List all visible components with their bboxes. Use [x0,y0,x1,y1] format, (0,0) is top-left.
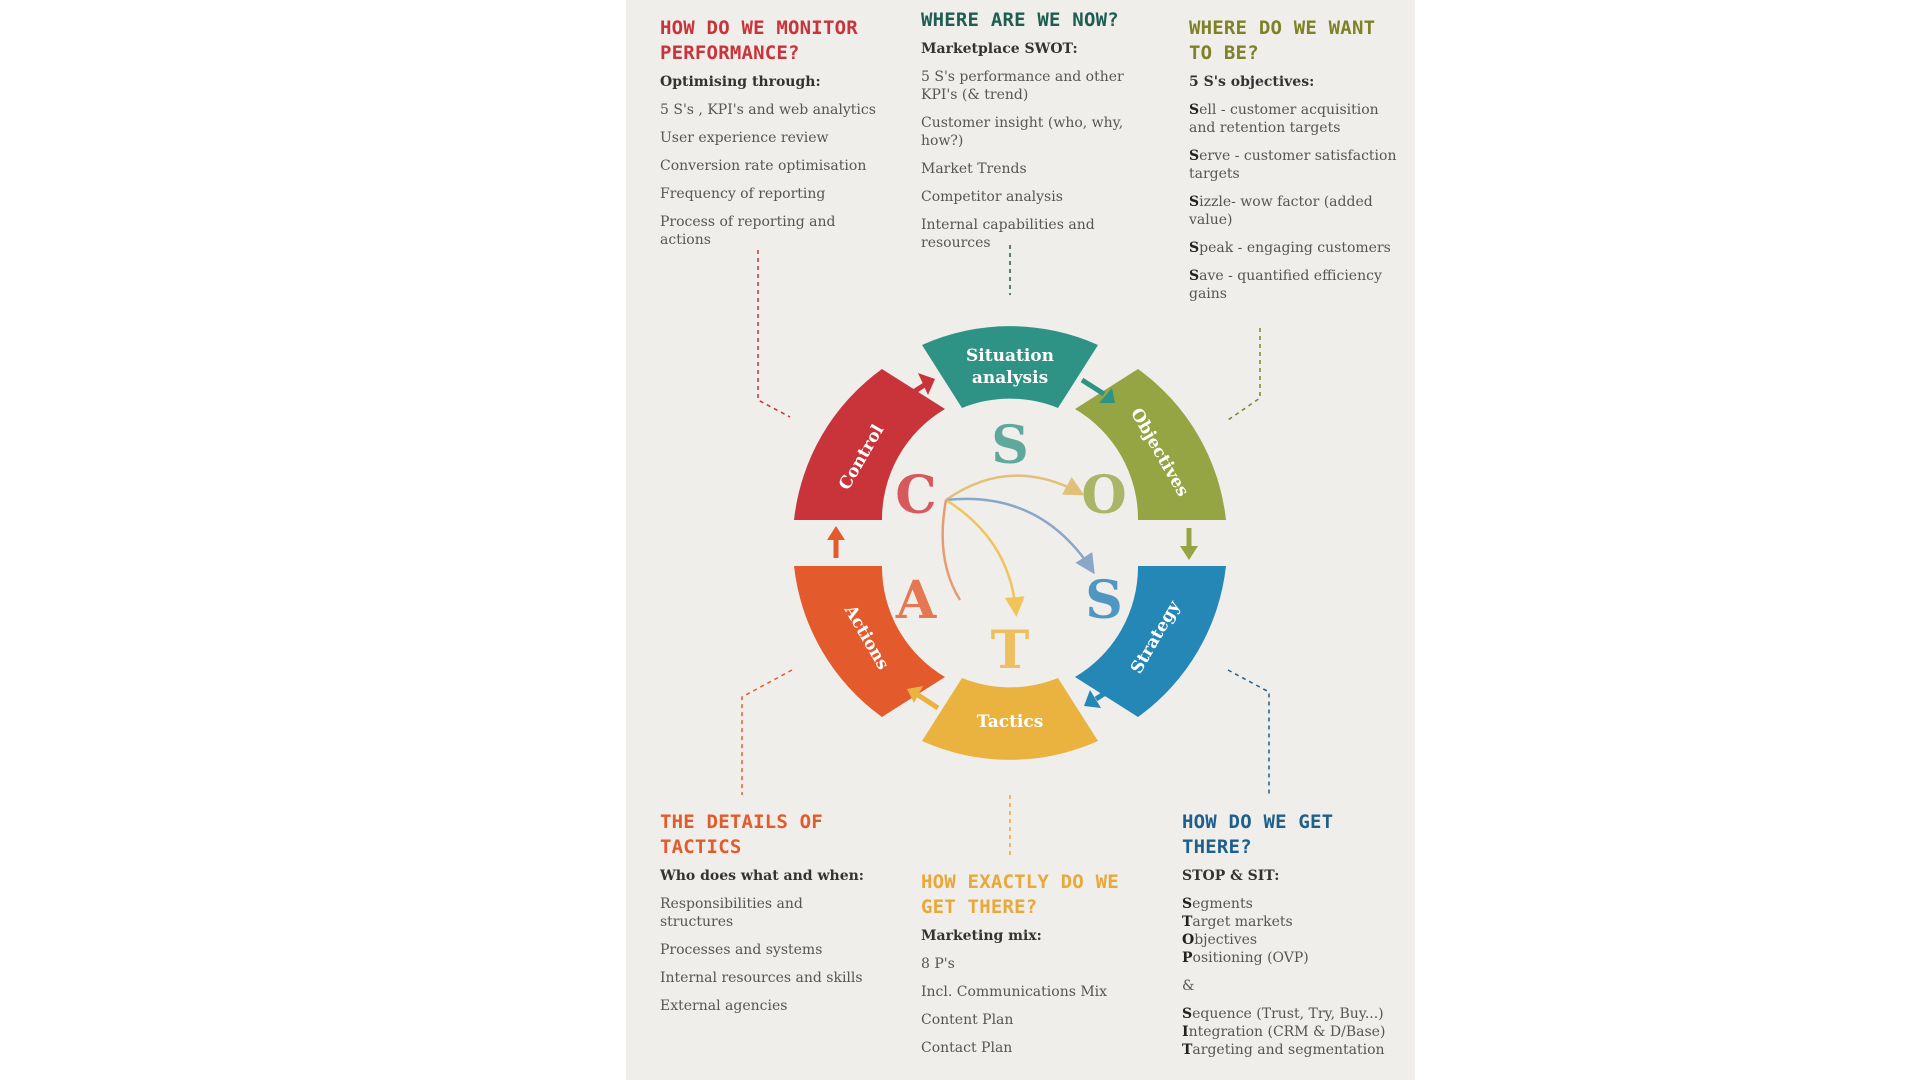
situation-label-line1: Situation [966,346,1054,366]
want-block: WHERE DO WE WANT TO BE? 5 S's objectives… [1189,16,1409,313]
letter-t-tactics: T [991,620,1030,681]
letter-c-control: C [895,465,936,526]
list-item: User experience review [660,130,829,146]
list-item: Competitor analysis [921,189,1063,205]
there-title: HOW DO WE GET THERE? [1182,811,1334,858]
want-list: Sell - customer acquisition and retentio… [1189,101,1409,303]
arrow-tactics-to-actions-head [907,686,923,703]
arrow-strategy-to-tactics [1094,683,1118,702]
list-item: External agencies [660,998,788,1014]
now-list: 5 S's performance and other KPI's (& tre… [921,68,1141,252]
letter-o-objectives: O [1081,465,1126,526]
list-item: Contact Plan [921,1040,1013,1056]
list-item: Segments [1182,896,1253,912]
tactics-label: Tactics [977,712,1044,732]
list-item: Internal capabilities and resources [921,217,1095,251]
connector-lines [741,245,1270,858]
there-block: HOW DO WE GET THERE? STOP & SIT: Segment… [1182,810,1402,1059]
details-title: THE DETAILS OF TACTICS [660,811,823,858]
cycle-arrows [827,373,1198,711]
arrow-objectives-to-strategy-head [1180,546,1198,560]
letter-a-actions: A [895,570,937,631]
arrow-strategy-to-tactics-head [1084,690,1101,708]
exactly-title: HOW EXACTLY DO WE GET THERE? [921,871,1119,918]
segment-strategy [1075,566,1226,717]
list-item: Sizzle- wow factor (added value) [1189,194,1373,228]
now-title: WHERE ARE WE NOW? [921,9,1119,31]
arrow-control-to-situation-head [918,373,935,395]
poster-background [626,0,1415,1080]
want-intro: 5 S's objectives: [1189,74,1315,90]
exactly-block: HOW EXACTLY DO WE GET THERE? Marketing m… [921,870,1141,1067]
monitor-title: HOW DO WE MONITOR PERFORMANCE? [660,17,858,64]
connector-details [741,669,793,795]
center-arrow-to-o [945,474,1085,502]
monitor-intro: Optimising through: [660,74,821,90]
list-item: Internal resources and skills [660,970,863,986]
list-item: Content Plan [921,1012,1014,1028]
arrow-tactics-to-actions [916,692,940,711]
details-block: THE DETAILS OF TACTICS Who does what and… [660,810,880,1025]
now-intro: Marketplace SWOT: [921,41,1078,57]
list-item: Responsibilities and structures [660,896,803,930]
list-item: 8 P's [921,956,955,972]
arrow-actions-to-control-head [827,526,845,540]
letter-s-strategy: S [1085,570,1123,631]
now-block: WHERE ARE WE NOW? Marketplace SWOT: 5 S'… [921,8,1141,262]
monitor-block: HOW DO WE MONITOR PERFORMANCE? Optimisin… [660,16,880,259]
list-item: Incl. Communications Mix [921,984,1108,1000]
list-item: Target markets [1182,914,1293,930]
list-item: Market Trends [921,161,1027,177]
segment-situation [922,326,1098,408]
connector-monitor [757,250,791,418]
want-title: WHERE DO WE WANT TO BE? [1189,17,1376,64]
connector-want [1227,328,1261,421]
list-item: Sell - customer acquisition and retentio… [1189,102,1379,136]
segment-control [794,369,945,520]
center-arrows [941,474,1095,617]
segment-objectives [1075,369,1226,520]
details-intro: Who does what and when: [660,868,864,884]
list-item: 5 S's performance and other KPI's (& tre… [921,69,1124,103]
list-item: Sequence (Trust, Try, Buy...) [1182,1006,1384,1022]
arrow-situation-to-objectives-head [1099,388,1115,403]
letter-s-situation: S [991,415,1029,476]
list-item: Process of reporting and actions [660,214,836,248]
list-item: Integration (CRM & D/Base) [1182,1024,1386,1040]
list-item: Speak - engaging customers [1189,240,1391,256]
arrow-control-to-situation [902,381,928,401]
center-arrow-to-t [945,498,1025,617]
exactly-list: 8 P's Incl. Communications Mix Content P… [921,955,1141,1057]
list-item: Serve - customer satisfaction targets [1189,148,1397,182]
list-item: Processes and systems [660,942,823,958]
list-item: 5 S's , KPI's and web analytics [660,102,876,118]
connector-there [1227,669,1270,795]
center-arrow-to-a-curve [941,499,962,601]
center-arrow-to-s [945,497,1095,575]
list-item: Save - quantified efficiency gains [1189,268,1382,302]
list-item: Customer insight (who, why, how?) [921,115,1124,149]
list-item: Objectives [1182,932,1258,948]
segment-tactics [922,678,1098,760]
arrow-situation-to-objectives [1080,377,1106,397]
situation-label-line2: analysis [972,368,1048,388]
list-item: Conversion rate optimisation [660,158,867,174]
ampersand: & [1182,978,1195,994]
sit-list: Sequence (Trust, Try, Buy...) Integratio… [1182,1005,1402,1059]
list-item: Targeting and segmentation [1182,1042,1385,1058]
segment-actions [794,566,945,717]
stop-list: Segments Target markets Objectives Posit… [1182,895,1402,967]
monitor-list: 5 S's , KPI's and web analytics User exp… [660,101,880,249]
list-item: Frequency of reporting [660,186,826,202]
there-intro: STOP & SIT: [1182,868,1280,884]
list-item: Positioning (OVP) [1182,950,1309,966]
amp-list: & [1182,977,1402,995]
details-list: Responsibilities and structures Processe… [660,895,880,1015]
exactly-intro: Marketing mix: [921,928,1042,944]
